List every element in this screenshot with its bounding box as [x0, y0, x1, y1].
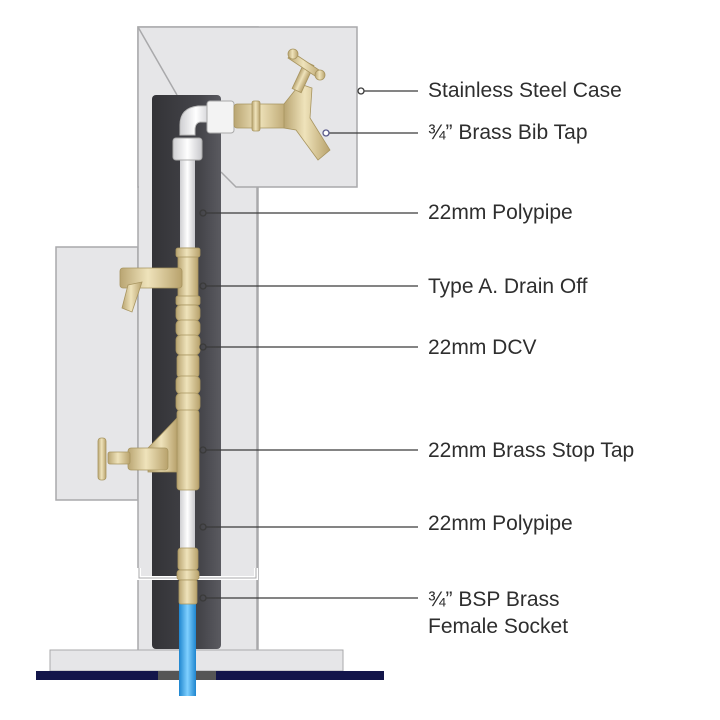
- label-female-socket-line1: ¾” BSP Brass: [428, 588, 560, 611]
- label-brass-bib-tap: ¾” Brass Bib Tap: [428, 121, 588, 144]
- polypipe-upper: [180, 158, 195, 253]
- bsp-brass-female-socket: [176, 547, 200, 605]
- label-drain-off: Type A. Drain Off: [428, 275, 588, 298]
- brass-stop-tap: [97, 409, 200, 491]
- polypipe-lower: [180, 490, 195, 550]
- label-polypipe-lower: 22mm Polypipe: [428, 512, 573, 535]
- label-dcv: 22mm DCV: [428, 336, 537, 359]
- pipe-elbow: [172, 100, 235, 161]
- leader-lines: [199, 87, 418, 602]
- label-polypipe-upper: 22mm Polypipe: [428, 201, 573, 224]
- label-female-socket-line2: Female Socket: [428, 615, 569, 638]
- double-check-valve: [175, 304, 201, 412]
- label-stainless-steel-case: Stainless Steel Case: [428, 79, 622, 102]
- blue-supply-pipe: [179, 600, 196, 696]
- type-a-drain-off: [119, 247, 201, 313]
- base-plate: [49, 649, 344, 672]
- brass-bib-tap: [233, 48, 331, 161]
- label-stop-tap: 22mm Brass Stop Tap: [428, 439, 635, 462]
